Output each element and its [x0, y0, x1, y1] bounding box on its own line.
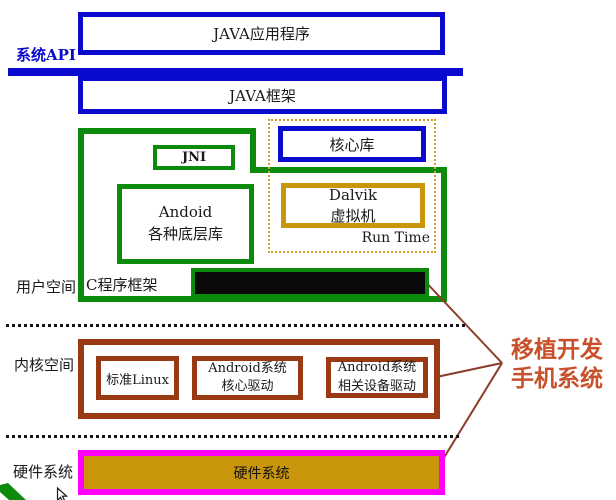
hardware-system-box: 硬件系统: [78, 450, 445, 495]
user-space-outline: [78, 128, 447, 302]
system-api-label: 系统API: [16, 46, 76, 64]
hardware-system-box-label: 硬件系统: [233, 465, 290, 482]
java-framework-label: JAVA框架: [229, 86, 296, 105]
standard-linux-box: 标准Linux: [96, 356, 179, 400]
android-libs-line1: Andoid: [158, 203, 213, 222]
android-device-driver-box: Android系统 相关设备驱动: [326, 357, 428, 398]
native-framework-bar: [191, 268, 429, 298]
standard-linux-label: 标准Linux: [106, 372, 169, 388]
hardware-system-label: 硬件系统: [13, 463, 74, 481]
dalvik-line2: 虚拟机: [330, 206, 376, 225]
core-library-box: 核心库: [278, 126, 426, 162]
c-framework-label: C程序框架: [86, 276, 158, 294]
porting-annotation-line2: 手机系统: [511, 365, 603, 392]
dalvik-vm-box: Dalvik 虚拟机: [281, 183, 425, 228]
runtime-group-box: [268, 119, 436, 253]
android-libs-line2: 各种底层库: [147, 225, 223, 243]
android-native-libs-box: Andoid 各种底层库: [117, 184, 254, 264]
brace-line-top: [420, 276, 503, 364]
device-driver-line2: 相关设备驱动: [337, 378, 416, 394]
core-driver-line1: Android系统: [208, 360, 287, 376]
jni-label: JNI: [181, 150, 207, 165]
green-arrow-fragment: [0, 483, 26, 500]
android-core-driver-box: Android系统 核心驱动: [192, 356, 303, 400]
user-space-label: 用户空间: [16, 278, 77, 296]
device-driver-line1: Android系统: [337, 360, 417, 376]
kernel-hardware-boundary-line: [6, 435, 462, 438]
jni-box: JNI: [153, 145, 235, 170]
porting-annotation: 移植开发 手机系统: [511, 336, 616, 394]
brace-line-bottom: [436, 362, 503, 470]
core-driver-line2: 核心驱动: [221, 379, 274, 394]
java-app-label: JAVA应用程序: [213, 25, 310, 43]
runtime-label: Run Time: [361, 230, 430, 246]
java-framework-box: JAVA框架: [78, 76, 447, 114]
dalvik-line1: Dalvik: [328, 186, 378, 205]
api-divider-line: [8, 68, 463, 76]
kernel-space-label: 内核空间: [14, 356, 75, 374]
core-library-label: 核心库: [329, 135, 375, 154]
user-kernel-boundary-line: [6, 324, 466, 327]
java-app-box: JAVA应用程序: [78, 12, 445, 55]
mouse-cursor-icon: [56, 486, 69, 500]
porting-annotation-line1: 移植开发: [511, 337, 603, 363]
